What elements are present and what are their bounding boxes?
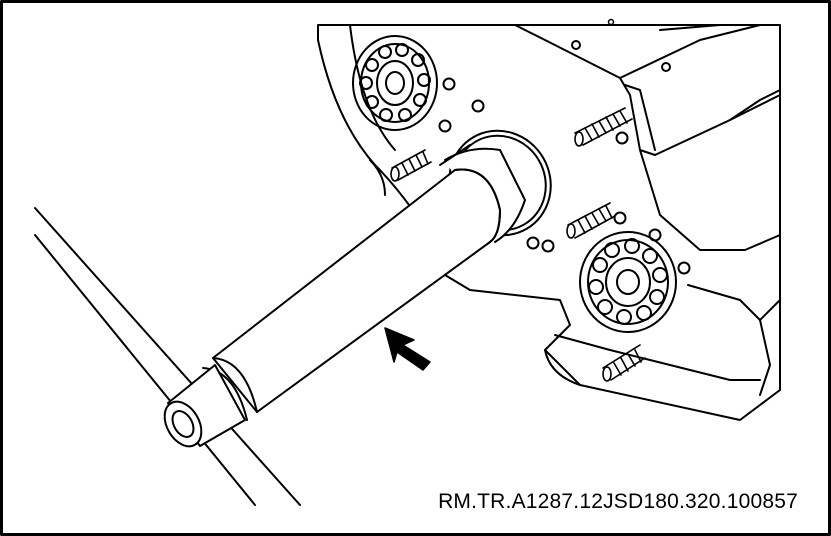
reference-code: RM.TR.A1287.12JSD180.320.100857	[438, 490, 798, 513]
installer-shaft	[163, 129, 552, 448]
background-rod	[34, 207, 301, 506]
direction-arrow-icon	[384, 327, 431, 371]
transmission-housing	[317, 18, 781, 421]
stud-2	[390, 149, 432, 182]
stud-1	[574, 107, 633, 147]
upper-bearing	[352, 35, 438, 131]
lower-bearing	[579, 231, 677, 333]
stud-4	[602, 344, 646, 382]
stud-3	[566, 202, 616, 239]
threaded-studs	[390, 107, 646, 382]
